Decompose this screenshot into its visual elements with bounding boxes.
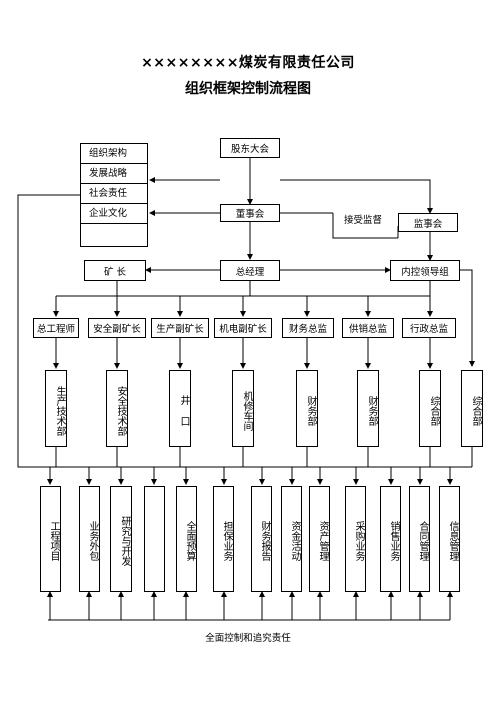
org-list-item: 企业文化 [81,204,147,224]
activity-box: 资金活动 [281,486,302,592]
activity-box: 研究与开发 [110,486,132,592]
accept-supervision-label: 接受监督 [344,215,383,226]
department-box: 财务部 [357,370,379,447]
footer-label: 全面控制和追究责任 [205,633,291,644]
manager-box: 供销总监 [342,318,394,338]
company-title: ××××××××煤炭有限责任公司 [141,55,355,71]
org-list-item: 组织架构 [81,144,147,164]
department-box: 综合部 [419,370,441,447]
org-list-item: 社会责任 [81,184,147,204]
mine-head-box: 矿 长 [84,260,146,281]
supervisors-box: 监事会 [398,213,458,232]
manager-box: 行政总监 [402,318,456,338]
activity-box: 采购业务 [345,486,366,592]
activity-box [144,486,165,592]
internal-control-box: 内控领导组 [390,260,460,281]
chart-title: 组织框架控制流程图 [185,81,311,97]
manager-box: 生产副矿长 [151,318,209,338]
department-box: 机修车间 [232,370,254,447]
manager-box: 安全副矿长 [88,318,146,338]
activity-box: 工程项目 [40,486,61,592]
department-box: 财务部 [296,370,318,447]
activity-box: 资产管理 [309,486,330,592]
org-list-item: 发展战略 [81,164,147,184]
activity-box: 业务外包 [79,486,100,592]
department-box: 井 口 [169,370,191,447]
shareholders-box: 股东大会 [220,138,280,158]
activity-box: 全面预算 [176,486,197,592]
activity-box: 担保业务 [213,486,234,592]
manager-box: 总工程师 [33,318,79,338]
department-box: 生产技术部 [45,370,67,447]
activity-box: 销售业务 [380,486,401,592]
board-box: 董事会 [220,204,280,222]
org-list-box: 组织架构 发展战略 社会责任 企业文化 [80,143,148,247]
manager-box: 机电副矿长 [214,318,272,338]
activity-box: 合同管理 [409,486,430,592]
department-box: 安全技术部 [106,370,128,447]
activity-box: 信息管理 [439,486,460,592]
activity-box: 财务报告 [251,486,272,592]
department-box: 综合部 [461,370,483,447]
manager-box: 财务总监 [282,318,334,338]
gm-box: 总经理 [220,260,280,281]
